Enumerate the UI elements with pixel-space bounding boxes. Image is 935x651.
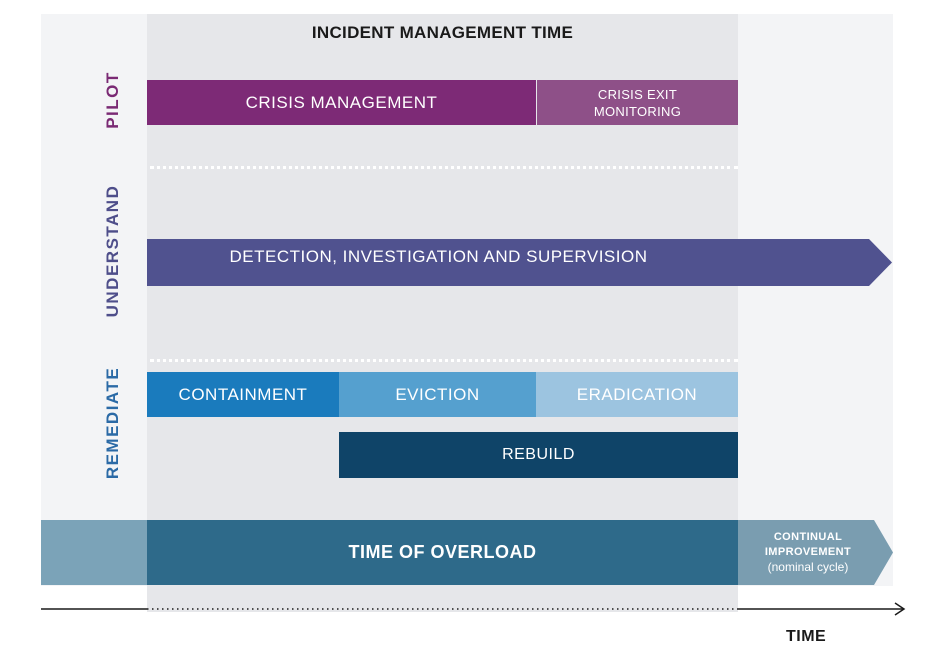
detection-arrow-shape <box>147 239 892 286</box>
time-axis-label: TIME <box>786 628 827 645</box>
time-of-overload-label: TIME OF OVERLOAD <box>348 542 537 562</box>
lane-separator-bottom <box>150 359 738 362</box>
crisis-management-label: CRISIS MANAGEMENT <box>245 92 438 112</box>
containment-label: CONTAINMENT <box>178 384 308 404</box>
crisis-management-bar: CRISIS MANAGEMENT <box>147 80 536 125</box>
eviction-label: EVICTION <box>395 384 480 404</box>
time-axis-arrowhead <box>894 602 906 616</box>
rebuild-label: REBUILD <box>502 446 575 463</box>
rebuild-bar: REBUILD <box>339 432 738 478</box>
eradication-label: ERADICATION <box>576 384 698 404</box>
lane-separator-top <box>150 166 738 169</box>
lane-label-understand: UNDERSTAND <box>103 184 122 318</box>
crisis-exit-monitoring-bar: CRISIS EXIT MONITORING <box>537 80 738 125</box>
continual-label-line3: (nominal cycle) <box>767 560 849 574</box>
overload-lead-segment <box>41 520 147 585</box>
eradication-bar: ERADICATION <box>536 372 738 417</box>
continual-improvement-shape <box>738 520 893 585</box>
detection-arrow <box>147 239 892 286</box>
detection-bar: DETECTION, INVESTIGATION AND SUPERVISION <box>147 239 738 275</box>
time-axis <box>41 602 906 616</box>
continual-improvement-arrow <box>738 520 893 585</box>
diagram-title: INCIDENT MANAGEMENT TIME <box>311 23 574 42</box>
continual-label-line2: IMPROVEMENT <box>764 546 852 558</box>
crisis-exit-label-line1: CRISIS EXIT <box>597 86 678 102</box>
containment-bar: CONTAINMENT <box>147 372 339 417</box>
time-of-overload-bar: TIME OF OVERLOAD <box>147 520 738 585</box>
lane-label-remediate: REMEDIATE <box>103 366 122 480</box>
continual-improvement-text: CONTINUAL IMPROVEMENT (nominal cycle) <box>738 520 878 585</box>
eviction-bar: EVICTION <box>339 372 536 417</box>
crisis-exit-label-line2: MONITORING <box>593 103 682 119</box>
detection-label: DETECTION, INVESTIGATION AND SUPERVISION <box>229 247 648 266</box>
lane-label-pilot: PILOT <box>103 71 122 129</box>
continual-label-line1: CONTINUAL <box>773 531 843 543</box>
